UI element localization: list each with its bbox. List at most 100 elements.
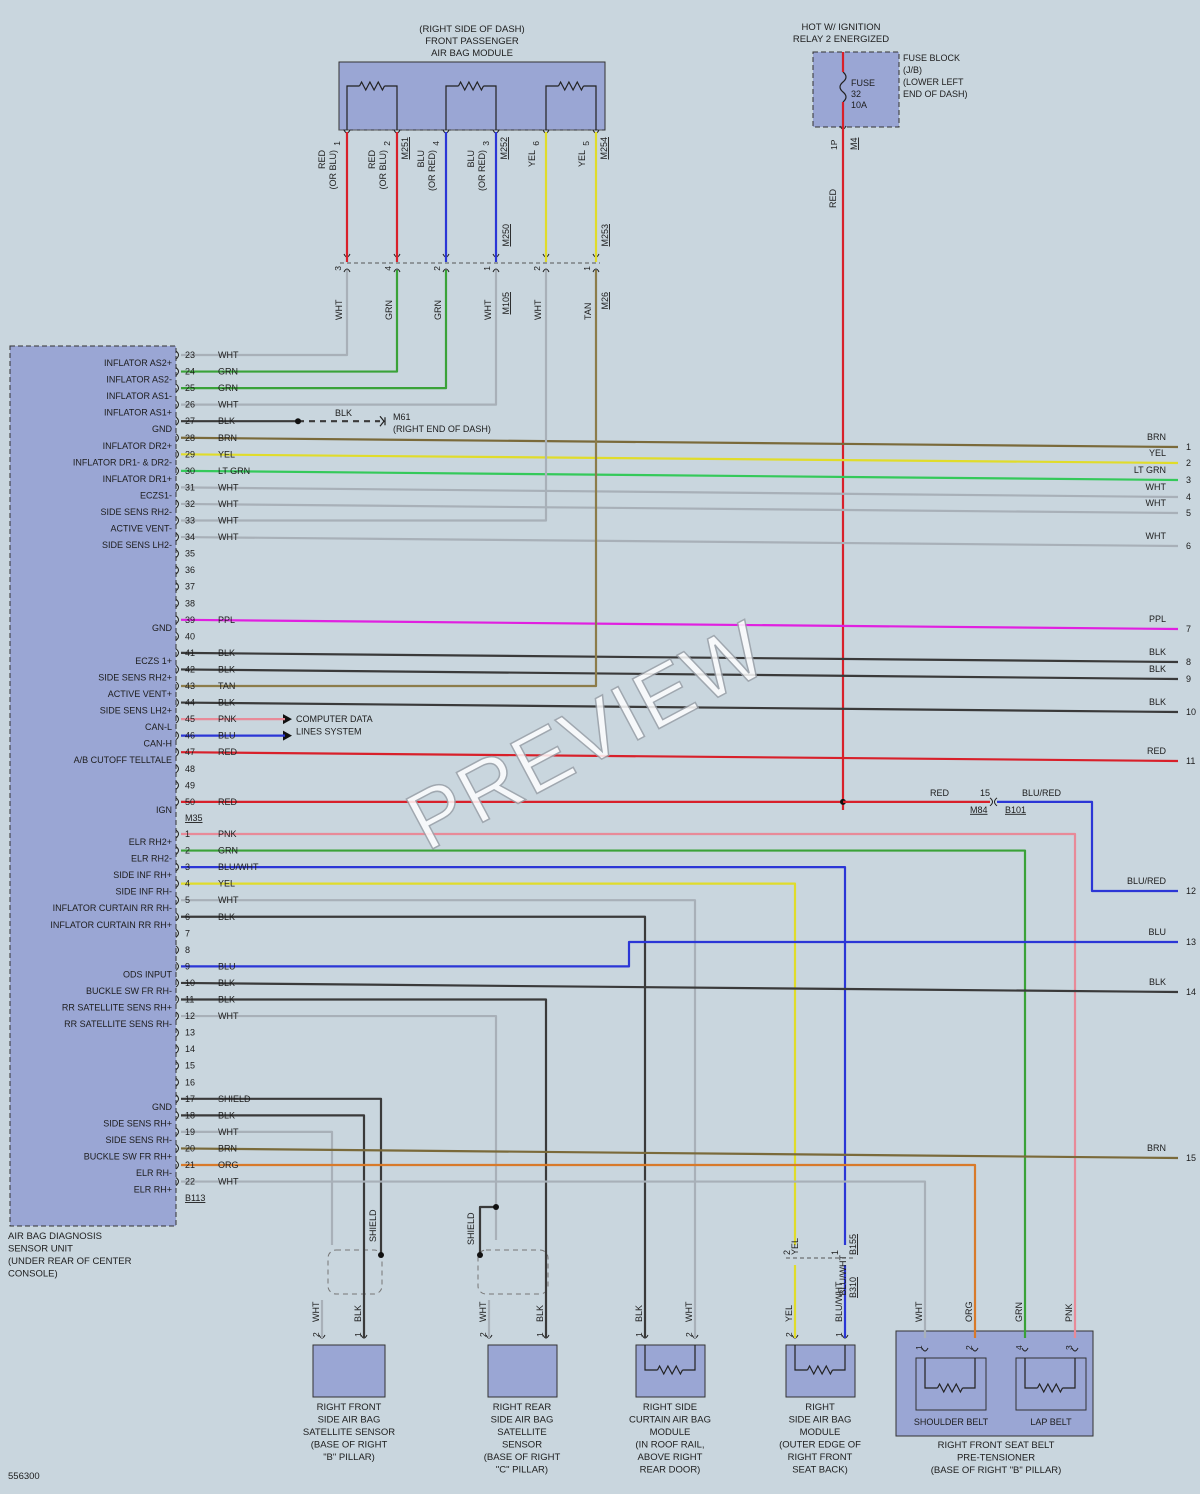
- unit-pin-terminal: [175, 1077, 179, 1087]
- unit-pin-terminal: [175, 797, 179, 807]
- front-module-squib-2-leg: [445, 85, 459, 130]
- side-module-upper-pin: 1: [830, 1250, 840, 1255]
- unit-pin-terminal: [175, 780, 179, 790]
- terminal-wire-label: BLK: [1149, 664, 1166, 674]
- shield-dot: [477, 1252, 483, 1258]
- unit-pin-name: CAN-H: [144, 739, 173, 749]
- unit-pin-name: SIDE SENS RH2-: [100, 507, 172, 517]
- main-unit-name: (UNDER REAR OF CENTER: [8, 1256, 132, 1267]
- wire-as1-minus: [181, 270, 448, 390]
- unit-wire-label: BLU: [218, 731, 236, 741]
- unit-pin-name: INFLATOR AS2+: [104, 358, 172, 368]
- component-name: (IN ROOF RAIL,: [635, 1440, 704, 1451]
- connector-m26: M26: [600, 292, 610, 310]
- shoulder-belt-squib-leg: [924, 1358, 938, 1389]
- terminal-number: 1: [1186, 442, 1191, 452]
- component-pin-number: 2: [311, 1332, 321, 1337]
- main-unit-name: SENSOR UNIT: [8, 1244, 73, 1255]
- unit-wire-label: BLK: [218, 912, 235, 922]
- unit-pin-name: RR SATELLITE SENS RH+: [62, 1003, 172, 1013]
- unit-wire-label: PNK: [218, 829, 237, 839]
- unit-pin-terminal: [175, 1144, 179, 1153]
- unit-wire-label: WHT: [218, 1127, 239, 1137]
- unit-wire-label: TAN: [218, 681, 235, 691]
- terminal-wire-label: BLU: [1148, 927, 1166, 937]
- unit-pin-name: BUCKLE SW FR RH-: [86, 986, 172, 996]
- wire-as1-plus: [181, 270, 498, 406]
- shield-label: SHIELD: [368, 1209, 378, 1242]
- unit-wire-label: BLK: [218, 1110, 235, 1120]
- component-name: MODULE: [650, 1427, 691, 1438]
- component-name: (OUTER EDGE OF: [779, 1440, 861, 1451]
- unit-pin-name: RR SATELLITE SENS RH-: [64, 1019, 172, 1029]
- front-module-wire-label: YEL: [527, 150, 537, 167]
- unit-pin-terminal: [175, 615, 179, 625]
- can-l-arrow: [283, 714, 292, 725]
- terminal-number: 6: [1186, 541, 1191, 551]
- unit-pin-name: INFLATOR AS2-: [106, 375, 172, 385]
- front-module-pin-number: 3: [481, 141, 491, 146]
- wire-shield-17: [181, 1097, 383, 1255]
- unit-wire-label: BLK: [218, 416, 235, 426]
- wire-as2-plus: [181, 270, 349, 357]
- mid-connector-pin-number: 1: [482, 266, 492, 271]
- front-module-connector-id: M254: [599, 137, 609, 160]
- unit-wire-label: SHIELD: [218, 1094, 251, 1104]
- unit-pin-name: INFLATOR AS1+: [104, 408, 172, 418]
- front-module-wire-label: (OR RED): [427, 150, 437, 191]
- front-module-wire-label: YEL: [577, 150, 587, 167]
- mid-connector-pin: [592, 268, 600, 273]
- mid-connector-pin-number: 4: [383, 266, 393, 271]
- unit-pin-terminal: [175, 1028, 179, 1037]
- component-wire-label: WHT: [684, 1301, 694, 1322]
- ground-connector-id: M61: [393, 412, 411, 422]
- unit-pin-terminal: [175, 681, 179, 691]
- shield-label: SHIELD: [466, 1212, 476, 1245]
- unit-pin-terminal: [175, 466, 179, 476]
- terminal-number: 10: [1186, 707, 1196, 717]
- unit-wire-label: RED: [218, 797, 238, 807]
- lap-belt-squib-leg: [1062, 1358, 1076, 1389]
- terminal-wire-label: RED: [1147, 746, 1167, 756]
- front-module-connector-id: M251: [400, 137, 410, 160]
- unit-pin-terminal: [175, 912, 179, 922]
- unit-wire-label: BLU: [218, 961, 236, 971]
- unit-pin-name: ODS INPUT: [123, 969, 173, 979]
- unit-pin-terminal: [175, 764, 179, 774]
- component-name: CURTAIN AIR BAG: [629, 1415, 711, 1426]
- component-pin-number: 1: [834, 1332, 844, 1337]
- component-wire-label: PNK: [1064, 1303, 1074, 1322]
- wire-elr-plus: [181, 1180, 927, 1338]
- unit-pin-number: 43: [185, 681, 195, 691]
- connector-m250: M250: [501, 224, 511, 247]
- component-name: ABOVE RIGHT: [638, 1452, 703, 1463]
- unit-pin-number: 8: [185, 945, 190, 955]
- unit-wire-label: BRN: [218, 433, 237, 443]
- front-module-pin-number: 6: [531, 141, 541, 146]
- connector-m84-symbol: [989, 797, 998, 807]
- can-h-arrow: [283, 730, 292, 741]
- component-name: RIGHT FRONT SEAT BELT: [938, 1440, 1055, 1451]
- unit-pin-number: 1: [185, 829, 190, 839]
- fuse-block-label: END OF DASH): [903, 89, 968, 99]
- terminal-number: 8: [1186, 657, 1191, 667]
- computer-data-label: COMPUTER DATA: [296, 714, 373, 724]
- wire-ods-input: [181, 940, 1178, 968]
- component-name: (BASE OF RIGHT "B" PILLAR): [931, 1465, 1062, 1476]
- unit-pin-terminal: [175, 928, 179, 938]
- wire-side-sens-rh2-minus: [180, 502, 1179, 515]
- component-name: SIDE AIR BAG: [491, 1415, 554, 1426]
- unit-pin-number: 39: [185, 615, 195, 625]
- terminal-number: 12: [1186, 886, 1196, 896]
- lap-belt-label: LAP BELT: [1030, 1417, 1072, 1427]
- unit-pin-number: 37: [185, 582, 195, 592]
- unit-pin-name: ELR RH2-: [131, 854, 172, 864]
- unit-pin-terminal: [175, 945, 179, 955]
- mid-connector-pin-number: 3: [333, 266, 343, 271]
- unit-pin-number: 6: [185, 912, 190, 922]
- unit-pin-number: 26: [185, 400, 195, 410]
- unit-wire-label: WHT: [218, 1177, 239, 1187]
- front-module-squib-1-leg: [384, 85, 398, 130]
- unit-pin-terminal: [175, 433, 179, 443]
